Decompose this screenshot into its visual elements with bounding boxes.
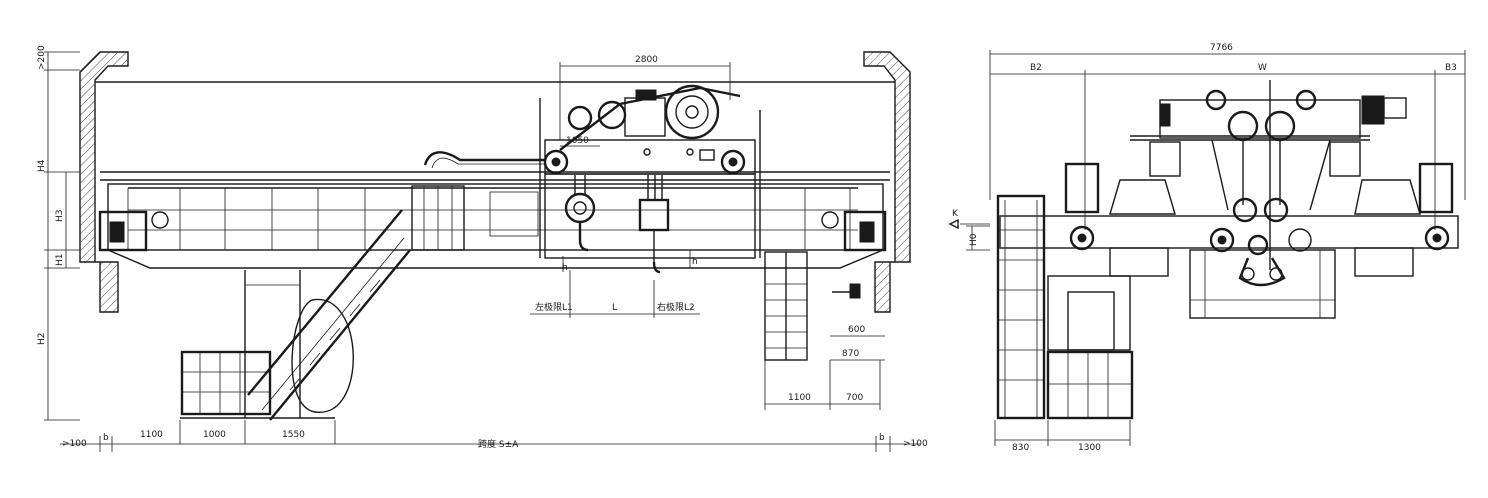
dim-830: 830 [1012,443,1029,453]
dim-trolley-width: 2800 [635,55,658,65]
dim-870: 870 [842,349,859,359]
dim-h3: H3 [55,210,65,223]
end-carriage-right [843,210,887,252]
dim-right-margin: >100 [903,439,928,449]
side-end-truck-left [1064,162,1100,214]
dim-1300: 1300 [1078,443,1101,453]
walkway-railing [127,188,851,250]
side-view: 7766 B2 W B3 K H0 830 1300 [948,43,1466,453]
front-dimensions [44,51,920,452]
trolley-body [544,173,756,259]
dim-wheel-gap: 1050 [566,136,589,146]
dim-1100: 1100 [140,430,163,440]
right-wall [863,51,911,313]
cable-festoon [423,151,545,166]
girder-belly [107,249,884,269]
front-view: >200 H4 H3 H1 H2 2800 1050 >100 b 1100 1… [37,45,928,452]
side-hook-block [1238,257,1286,287]
side-cab [1047,275,1131,351]
dim-600: 600 [848,325,865,335]
winch-drum [664,84,720,140]
dim-w: W [1258,63,1267,73]
dim-limit-l1: 左极限L1 [535,301,573,313]
dim-h2: H2 [37,333,47,346]
dim-1100b: 1100 [788,393,811,403]
side-trolley [1159,99,1361,139]
dim-700: 700 [846,393,863,403]
operator-cab [180,350,272,416]
dim-1550: 1550 [282,430,305,440]
dim-h-small: h [562,263,568,273]
dim-h0: H0 [969,233,979,246]
side-ladder [996,194,1046,420]
trolley-wheel-right [720,149,746,175]
dim-span: 跨度 S±A [478,438,519,450]
side-end-truck-right [1418,162,1454,214]
dim-k: K [952,209,959,219]
staircase [247,209,411,421]
dim-l: L [612,303,617,313]
main-hook [564,175,596,252]
dim-h1: H1 [55,254,65,267]
dim-b2: B2 [1030,63,1042,73]
dim-limit-l2: 右极限L2 [657,301,695,313]
stair-callout-ellipse [291,298,354,413]
dim-h4: H4 [37,159,47,172]
dim-total: 7766 [1210,43,1233,53]
dim-top-clearance: >200 [37,45,47,70]
dim-1000: 1000 [203,430,226,440]
dim-b-right: b [879,433,885,443]
dim-b-left: b [103,433,109,443]
aux-hook [638,175,670,274]
left-wall [79,51,129,313]
end-carriage-left [98,210,148,252]
maintenance-ladder [764,251,808,361]
dim-h-right: h [692,257,698,267]
dim-b3: B3 [1445,63,1457,73]
main-girder [107,183,884,251]
trolley-wheel-left [543,149,569,175]
dim-left-margin: >100 [62,439,87,449]
